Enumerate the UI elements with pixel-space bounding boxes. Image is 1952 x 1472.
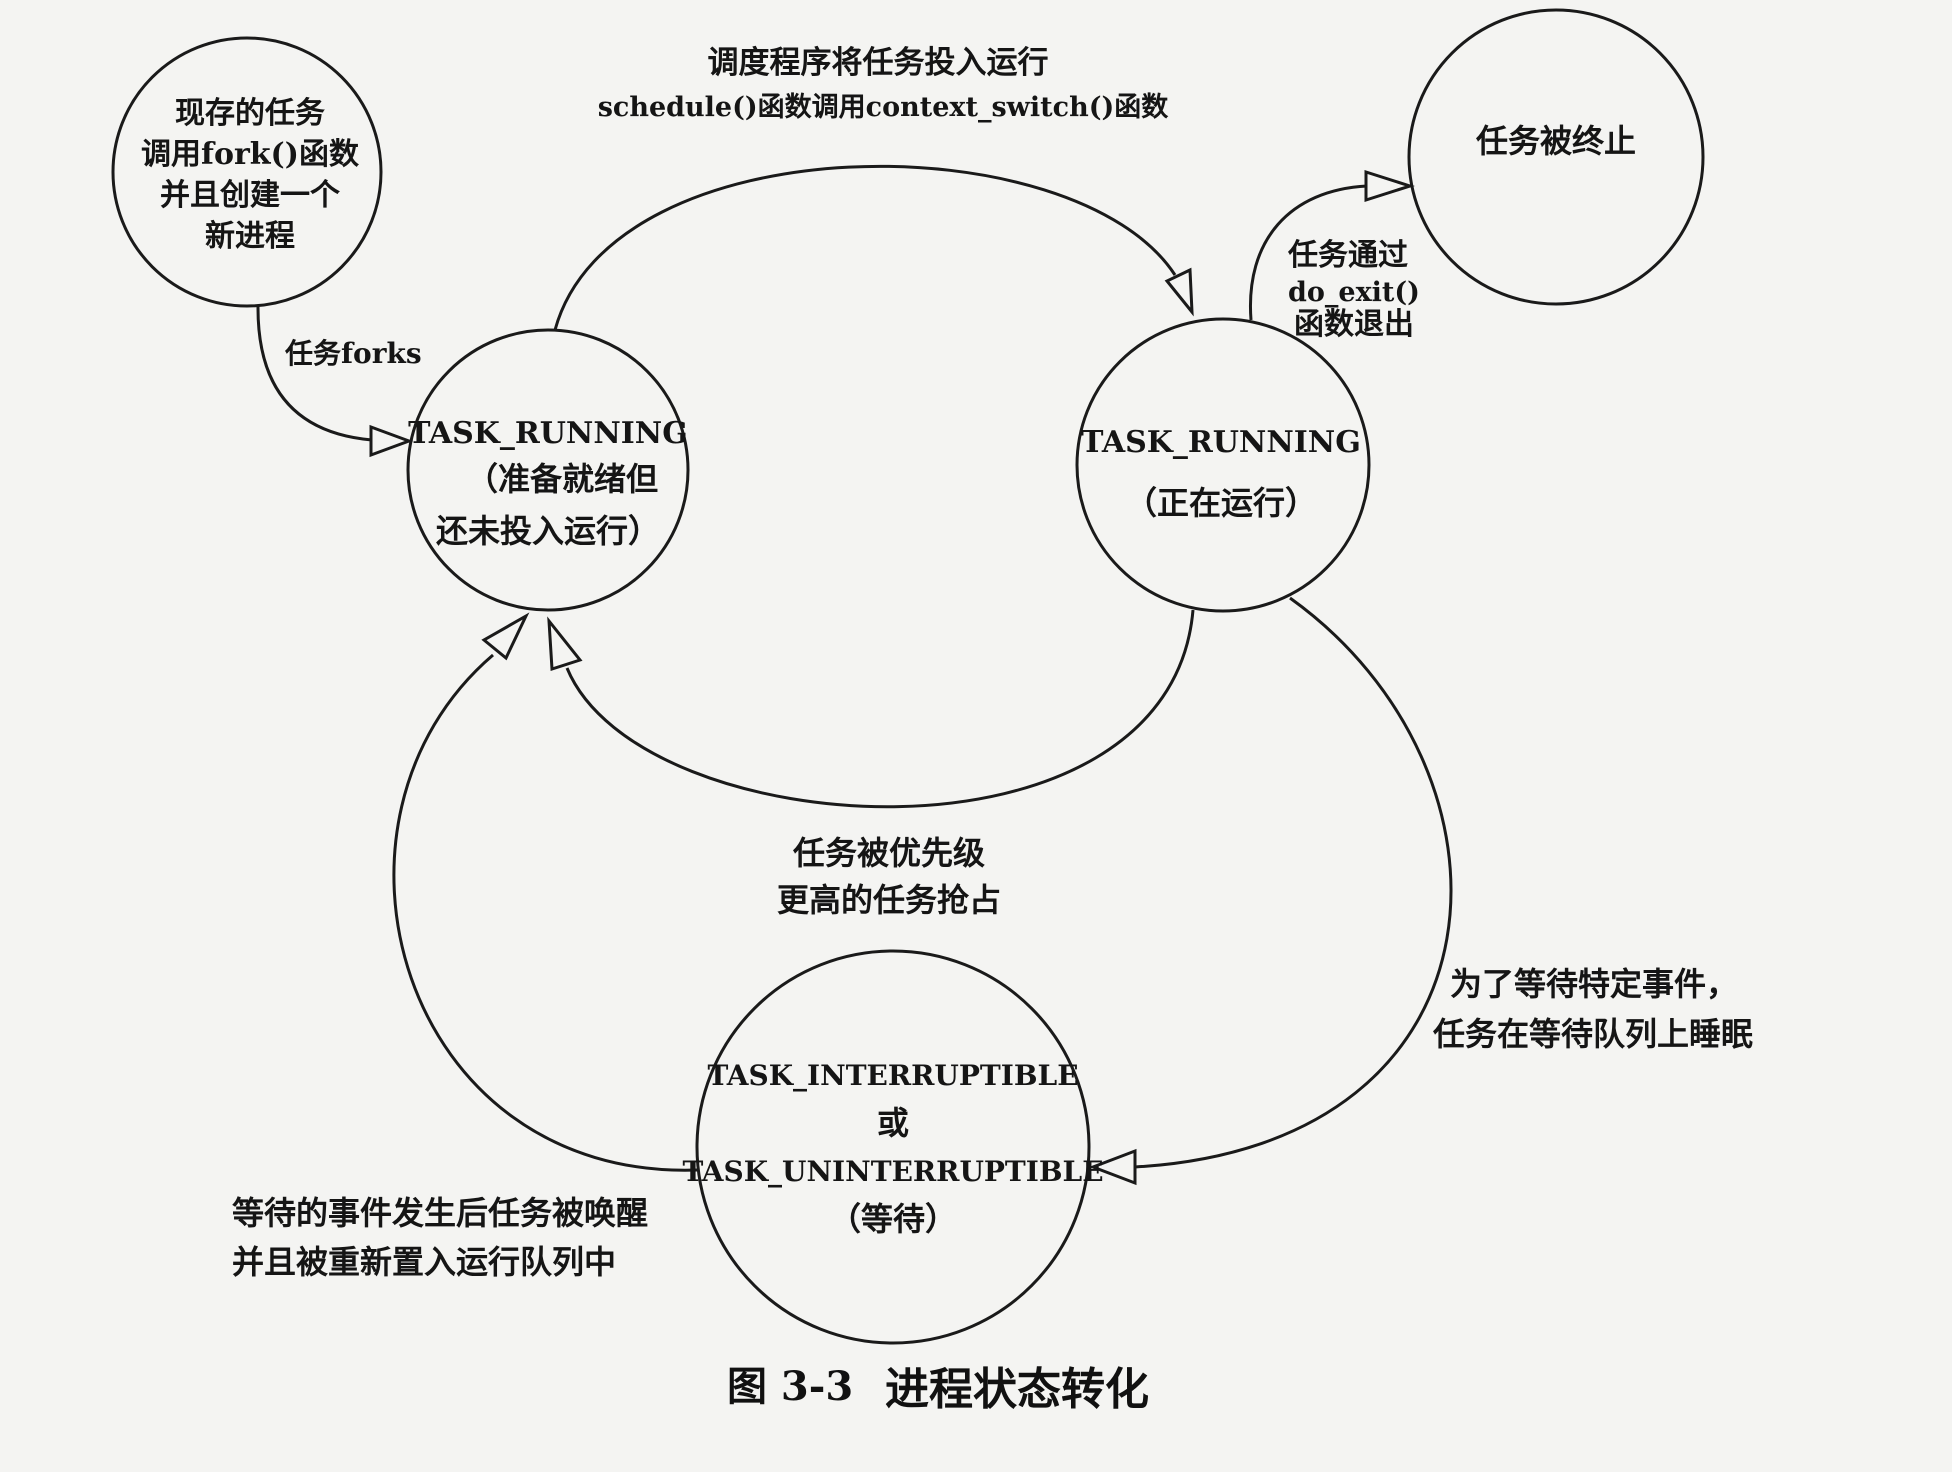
ready-state-line: （准备就绪但 (466, 460, 658, 498)
schedule-label-line: schedule()函数调用context_switch()函数 (598, 92, 1170, 123)
existing-task-line: 并且创建一个 (160, 178, 341, 213)
sleep-edge (1134, 596, 1453, 1169)
wakeup-edge (392, 653, 698, 1172)
exit-arrowhead (1364, 169, 1415, 203)
figure-caption: 图 3-3 进程状态转化 (727, 1363, 1149, 1415)
existing-task-label: 现存的任务 调用fork()函数 并且创建一个 新进程 (141, 96, 360, 254)
terminated-label: 任务被终止 (1476, 122, 1636, 160)
ready-state-name: TASK_RUNNING (408, 416, 688, 451)
exit-label-line: do_exit() (1288, 277, 1420, 308)
sleep-label: 为了等待特定事件， 任务在等待队列上睡眠 (1433, 965, 1753, 1053)
waiting-state-line: 或 (877, 1104, 909, 1142)
preempt-label: 任务被优先级 更高的任务抢占 (777, 834, 1001, 919)
preempt-label-line: 任务被优先级 (793, 834, 985, 872)
existing-task-line: 调用fork()函数 (141, 137, 360, 172)
figure-number: 图 3-3 (727, 1363, 853, 1410)
waiting-state-name: TASK_UNINTERRUPTIBLE (682, 1155, 1103, 1188)
schedule-label-line: 调度程序将任务投入运行 (708, 45, 1049, 81)
fork-arrowhead (369, 424, 414, 458)
existing-task-node (111, 36, 383, 308)
waiting-state-line: （等待） (829, 1200, 957, 1238)
running-state-name: TASK_RUNNING (1081, 425, 1361, 460)
terminated-line: 任务被终止 (1476, 122, 1636, 160)
running-node (1075, 317, 1371, 613)
waiting-label: TASK_INTERRUPTIBLE 或 TASK_UNINTERRUPTIBL… (682, 1059, 1103, 1238)
existing-task-line: 现存的任务 (175, 96, 325, 131)
wakeup-label-line: 等待的事件发生后任务被唤醒 (232, 1194, 648, 1232)
fork-label: 任务forks (284, 337, 422, 370)
wakeup-arrowhead (481, 612, 530, 661)
exit-label: 任务通过 do_exit() 函数退出 (1287, 238, 1420, 342)
waiting-state-name: TASK_INTERRUPTIBLE (707, 1059, 1078, 1092)
ready-label: TASK_RUNNING （准备就绪但 还未投入运行） (408, 416, 688, 550)
preempt-edge (565, 609, 1195, 809)
waiting-node (695, 949, 1091, 1345)
exit-label-line: 任务通过 (1287, 238, 1408, 273)
running-state-line: （正在运行） (1125, 484, 1317, 522)
existing-task-line: 新进程 (205, 219, 295, 254)
preempt-arrowhead (547, 616, 583, 672)
terminated-node (1407, 8, 1705, 306)
fork-edge (256, 305, 373, 442)
sleep-label-line: 任务在等待队列上睡眠 (1433, 1015, 1753, 1053)
schedule-label: 调度程序将任务投入运行 schedule()函数调用context_switch… (598, 45, 1170, 123)
schedule-arrowhead (1164, 267, 1194, 317)
sleep-arrowhead (1088, 1148, 1137, 1186)
exit-label-line: 函数退出 (1294, 307, 1414, 342)
fork-label-line: 任务forks (284, 337, 422, 370)
schedule-edge (553, 164, 1177, 331)
preempt-label-line: 更高的任务抢占 (777, 881, 1001, 919)
wakeup-label: 等待的事件发生后任务被唤醒 并且被重新置入运行队列中 (232, 1194, 648, 1281)
figure-title: 进程状态转化 (885, 1364, 1149, 1415)
ready-state-line: 还未投入运行） (436, 512, 660, 550)
sleep-label-line: 为了等待特定事件， (1450, 965, 1738, 1003)
ready-node (406, 328, 690, 612)
exit-edge (1248, 184, 1368, 321)
running-label: TASK_RUNNING （正在运行） (1081, 425, 1361, 522)
wakeup-label-line: 并且被重新置入运行队列中 (232, 1243, 616, 1281)
